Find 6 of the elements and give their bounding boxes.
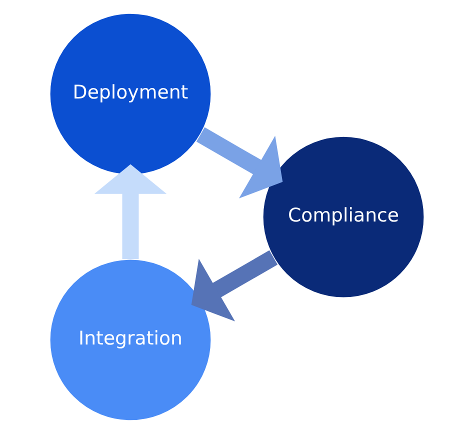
arrow	[196, 127, 283, 198]
arrow	[94, 164, 167, 260]
node-circle: Integration	[49, 258, 212, 422]
node-circle: Deployment	[49, 12, 212, 176]
arrow	[191, 250, 278, 322]
node-circle: Compliance	[262, 136, 425, 298]
